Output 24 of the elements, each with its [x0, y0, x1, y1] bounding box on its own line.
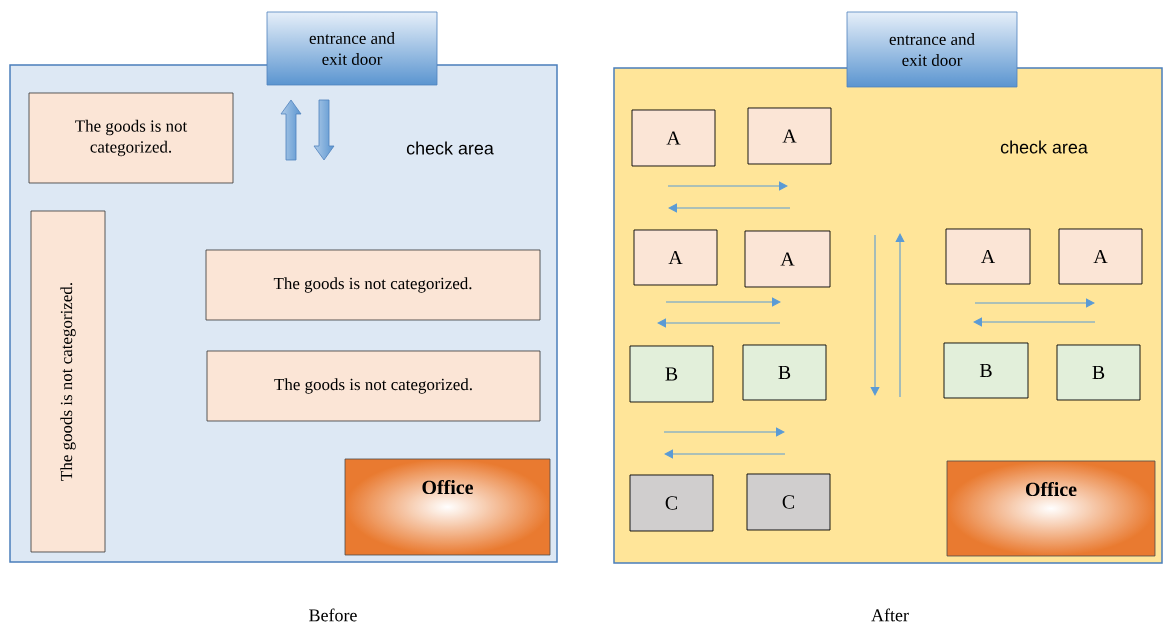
shelf-box: A [631, 109, 716, 167]
panel-caption: After [871, 608, 909, 622]
shelf-box: C [629, 474, 714, 532]
shelf-box: A [633, 229, 718, 286]
shelf-box: C [746, 473, 831, 531]
shelf-box: A [744, 230, 831, 288]
shelf-box: B [629, 345, 714, 403]
door-box: entrance and exit door [846, 11, 1018, 88]
office-box: Office [946, 460, 1156, 557]
shelf-box: B [943, 342, 1029, 399]
office-box: Office [344, 458, 551, 556]
goods-box: The goods is not categorized. [205, 249, 541, 321]
shelf-box: B [1056, 344, 1141, 401]
door-box: entrance and exit door [266, 11, 438, 86]
shelf-box: A [945, 228, 1031, 285]
goods-box: The goods is not categorized. [28, 92, 234, 184]
area-label: check area [1000, 140, 1088, 154]
shelf-box: B [742, 344, 827, 401]
area-label: check area [406, 141, 494, 155]
goods-box: The goods is not categorized. [30, 210, 106, 553]
goods-box: The goods is not categorized. [206, 350, 541, 422]
panel-caption: Before [309, 608, 357, 622]
shelf-box: A [1058, 228, 1143, 285]
shelf-box: A [747, 107, 832, 165]
